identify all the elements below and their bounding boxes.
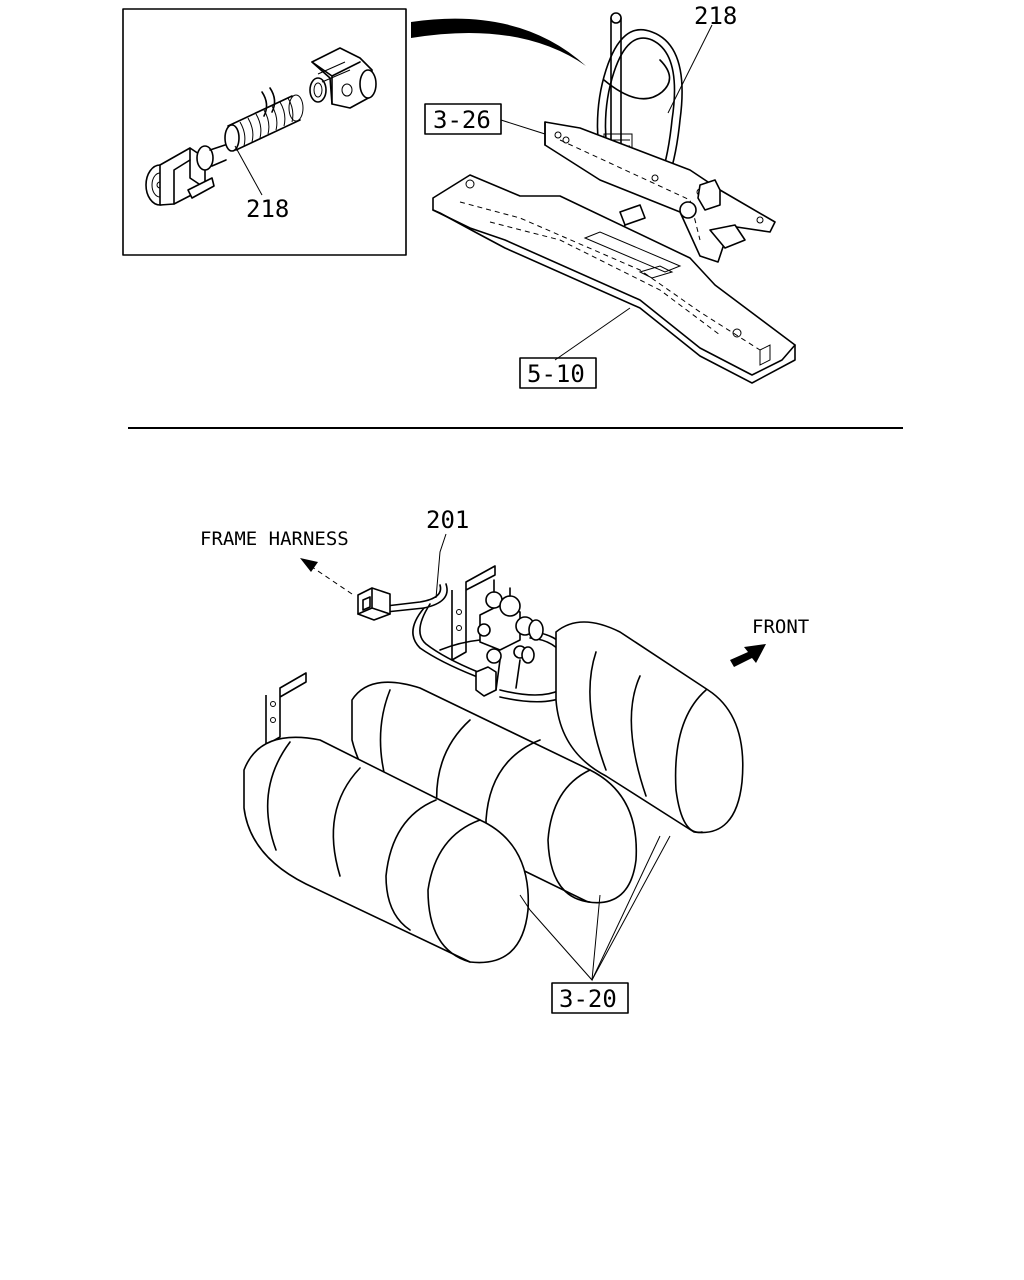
ref-box-5-10 bbox=[519, 357, 597, 389]
callout-201: 201 bbox=[426, 506, 469, 534]
leader-lines-3-20 bbox=[519, 835, 671, 982]
front-label: FRONT bbox=[752, 616, 809, 638]
frame-harness-arrow bbox=[300, 558, 353, 595]
ref-5-10: 5-10 bbox=[527, 360, 585, 388]
corrugated-sleeve bbox=[224, 94, 304, 152]
detail-inset-box bbox=[122, 8, 407, 256]
upper-diagram: 218 218 bbox=[122, 2, 796, 389]
ref-box-3-26 bbox=[424, 103, 502, 135]
ref-3-26: 3-26 bbox=[433, 106, 491, 134]
bracket-harness-assembly bbox=[544, 12, 776, 263]
valve-cluster bbox=[477, 579, 544, 691]
front-arrow-icon bbox=[730, 644, 766, 667]
air-tanks bbox=[243, 621, 744, 964]
air-tank-back bbox=[555, 621, 744, 834]
air-tank-front bbox=[243, 736, 530, 964]
lower-diagram: FRAME HARNESS FRONT 201 bbox=[200, 506, 809, 1014]
frame-harness-label: FRAME HARNESS bbox=[200, 528, 349, 550]
inset-pointer bbox=[411, 18, 586, 67]
ref-3-20: 3-20 bbox=[559, 985, 617, 1013]
inset-connector-assembly bbox=[145, 47, 377, 206]
frame-crossmember bbox=[432, 174, 796, 384]
callout-218-inset: 218 bbox=[246, 195, 289, 223]
ref-box-3-20 bbox=[551, 982, 629, 1014]
callout-218-main: 218 bbox=[694, 2, 737, 30]
